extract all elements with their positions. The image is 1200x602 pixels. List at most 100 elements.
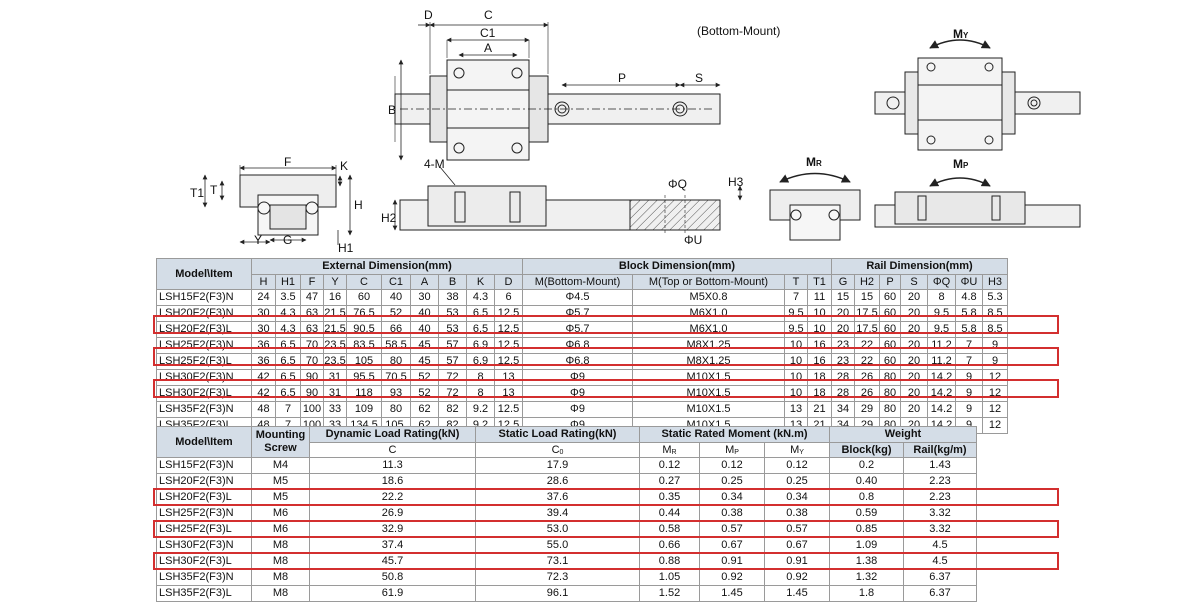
table-cell: 11.2 [927, 353, 956, 370]
table-cell: 4.5 [903, 553, 977, 570]
table-cell: 10 [784, 385, 808, 402]
table-cell: 90 [300, 369, 324, 386]
sub-header-rail: Rail(kg/m) [903, 442, 977, 458]
table-cell: 12 [982, 417, 1008, 434]
table-cell: 24 [251, 289, 276, 306]
table-cell: M5X0.8 [632, 289, 785, 306]
table-cell: 9.5 [784, 321, 808, 338]
model-cell: LSH35F2(F3)N [156, 569, 252, 586]
dim-label-a: A [484, 41, 492, 55]
table1-column-header: K [466, 274, 495, 290]
table-cell: 12.5 [494, 401, 523, 418]
table-cell: 21.5 [323, 321, 347, 338]
table-cell: 10 [784, 353, 808, 370]
table-cell: 8 [466, 369, 495, 386]
table-cell: 2.23 [903, 473, 977, 490]
table-cell: 80 [879, 401, 901, 418]
table1-column-header: H [251, 274, 276, 290]
table-cell: 12.5 [494, 353, 523, 370]
table1-column-header: C1 [381, 274, 411, 290]
table-cell: 6.5 [275, 353, 301, 370]
table-cell: 0.58 [639, 521, 700, 538]
table-cell: 20 [831, 321, 855, 338]
table-cell: 7 [275, 401, 301, 418]
table-cell: 0.38 [764, 505, 830, 522]
table-cell: 1.32 [829, 569, 904, 586]
table-cell: 60 [879, 305, 901, 322]
cross-section-drawing [202, 165, 353, 245]
table-cell: M5 [251, 489, 310, 506]
table-cell: 52 [410, 369, 439, 386]
technical-drawings: D C C1 A B P S MY F [190, 8, 1081, 255]
table-cell: 23 [831, 337, 855, 354]
table-cell: 11 [807, 289, 832, 306]
table-cell: 0.44 [639, 505, 700, 522]
dimension-table: Model\Item External Dimension(mm) Block … [156, 258, 1008, 434]
table-cell: 9.2 [466, 401, 495, 418]
table-cell: 70 [300, 353, 324, 370]
table1-column-header: S [900, 274, 928, 290]
table-cell: 57 [438, 353, 467, 370]
weight-header: Weight [829, 426, 977, 443]
dim-label-y: Y [254, 233, 262, 247]
table-cell: 8 [927, 289, 956, 306]
table-cell: 20 [900, 289, 928, 306]
table-cell: 20 [900, 321, 928, 338]
table-cell: 14.2 [927, 385, 956, 402]
table1-column-header: T1 [807, 274, 832, 290]
table-cell: 80 [381, 353, 411, 370]
table-cell: 6.5 [275, 369, 301, 386]
table-cell: 0.88 [639, 553, 700, 570]
table-cell: 6.9 [466, 337, 495, 354]
table-cell: 66 [381, 321, 411, 338]
table1-column-header: H3 [982, 274, 1008, 290]
table-cell: 0.34 [764, 489, 830, 506]
table-cell: 40 [410, 305, 439, 322]
table-cell: 52 [410, 385, 439, 402]
table-cell: 62 [410, 401, 439, 418]
table-cell: 90 [300, 385, 324, 402]
table-cell: 0.25 [699, 473, 765, 490]
moment-label-my: MY [953, 27, 969, 41]
dim-label-phiq: ΦQ [668, 177, 687, 191]
sub-header-mr: MR [639, 442, 700, 458]
table-cell: 60 [879, 289, 901, 306]
table-cell: 6.5 [466, 305, 495, 322]
sub-header-my: MY [764, 442, 830, 458]
table-cell: 1.43 [903, 457, 977, 474]
table-cell: 0.2 [829, 457, 904, 474]
table-cell: 60 [346, 289, 382, 306]
model-cell: LSH30F2(F3)N [156, 537, 252, 554]
table-cell: M5 [251, 473, 310, 490]
table-cell: 13 [494, 369, 523, 386]
table-cell: 10 [784, 369, 808, 386]
table-cell: 9 [955, 369, 983, 386]
table-cell: 20 [900, 353, 928, 370]
dim-label-f: F [284, 155, 291, 169]
dim-label-h1: H1 [338, 241, 354, 255]
dim-label-h2: H2 [381, 211, 397, 225]
table-cell: 16 [323, 289, 347, 306]
table-cell: 6.5 [275, 385, 301, 402]
table-cell: Φ9 [522, 401, 633, 418]
model-cell: LSH20F2(F3)N [156, 473, 252, 490]
sub-header-c0: C0 [475, 442, 640, 458]
table1-column-header: C [346, 274, 382, 290]
load-rating-table: Model\Item Mounting Screw Dynamic Load R… [156, 426, 977, 602]
dim-label-d: D [424, 8, 433, 22]
table-cell: 42 [251, 369, 276, 386]
dim-label-h3: H3 [728, 175, 744, 189]
table-cell: 38 [438, 289, 467, 306]
table-cell: 12.5 [494, 337, 523, 354]
table-cell: Φ9 [522, 385, 633, 402]
table-cell: 34 [831, 401, 855, 418]
table-cell: 37.4 [309, 537, 476, 554]
table-cell: 17.5 [854, 305, 880, 322]
dim-label-t1: T1 [190, 186, 204, 200]
table-cell: 0.91 [764, 553, 830, 570]
table-cell: 28 [831, 385, 855, 402]
table-cell: 0.67 [699, 537, 765, 554]
table-cell: Φ5.7 [522, 305, 633, 322]
